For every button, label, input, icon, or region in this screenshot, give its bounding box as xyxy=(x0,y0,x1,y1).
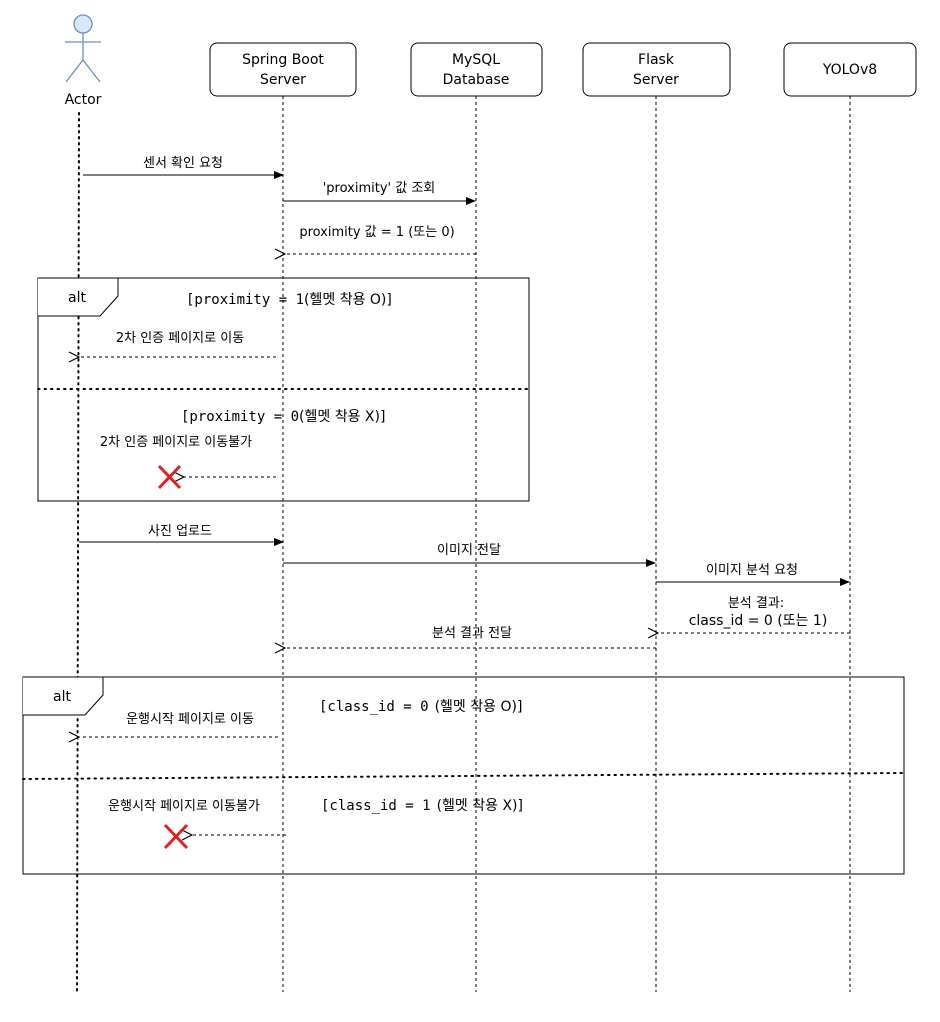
message-label-image-analysis: 이미지 분석 요청 xyxy=(706,563,798,578)
message-label-second-auth: 2차 인증 페이지로 이동 xyxy=(116,331,244,346)
message-label-drive-start: 운행시작 페이지로 이동 xyxy=(126,711,254,727)
message-label-drive-start-fail: 운행시작 페이지로 이동불가 xyxy=(108,798,260,814)
participant-mysql: MySQL Database xyxy=(410,42,543,97)
participant-mysql-line2: Database xyxy=(443,72,510,88)
participant-spring-line1: Spring Boot xyxy=(242,52,324,68)
alt-fragment-2: alt xyxy=(22,676,905,875)
message-label-result-forward: 분석 결과 전달 xyxy=(432,626,512,641)
alt-fragment-1: alt xyxy=(37,277,530,502)
message-label-second-auth-fail: 2차 인증 페이지로 이동불가 xyxy=(100,435,252,450)
actor-label: Actor xyxy=(65,92,102,108)
alt-tag-2: alt xyxy=(53,689,71,705)
participant-flask: Flask Server xyxy=(582,42,731,97)
message-label-proximity-value: proximity 값 = 1 (또는 0) xyxy=(299,225,454,240)
lifeline-actor xyxy=(76,112,80,993)
message-label-sensor-check: 센서 확인 요청 xyxy=(143,156,223,171)
participant-spring-boot: Spring Boot Server xyxy=(209,42,357,97)
actor-figure xyxy=(65,14,101,83)
message-label-photo-upload: 사진 업로드 xyxy=(148,524,212,539)
participant-spring-line2: Server xyxy=(260,72,306,88)
participant-flask-line1: Flask xyxy=(638,52,675,68)
alt-1-guard-2: [proximity = 0(헬멧 착용 X)] xyxy=(181,409,385,425)
participant-flask-line2: Server xyxy=(633,72,679,88)
participant-mysql-line1: MySQL xyxy=(452,52,500,68)
destroy-x-icon-2 xyxy=(163,823,189,850)
message-label-analysis-result-2: class_id = 0 (또는 1) xyxy=(689,613,828,629)
alt-2-guard-1: [class_id = 0(헬멧 착용 O)] xyxy=(319,699,522,715)
alt-2-guard-2: [class_id = 1(헬멧 착용 X)] xyxy=(321,798,523,814)
alt-tag-1: alt xyxy=(68,290,86,306)
message-label-image-forward: 이미지 전달 xyxy=(437,543,501,558)
participant-yolov8: YOLOv8 xyxy=(783,42,917,97)
message-label-proximity-query: 'proximity' 값 조회 xyxy=(323,181,436,196)
alt-2-divider xyxy=(22,772,905,780)
destroy-x-icon-1 xyxy=(157,464,182,490)
message-label-analysis-result-1: 분석 결과: xyxy=(728,596,784,611)
alt-1-guard-1: [proximity = 1(헬멧 착용 O)] xyxy=(186,292,392,308)
participant-yolo-line1: YOLOv8 xyxy=(822,62,877,78)
